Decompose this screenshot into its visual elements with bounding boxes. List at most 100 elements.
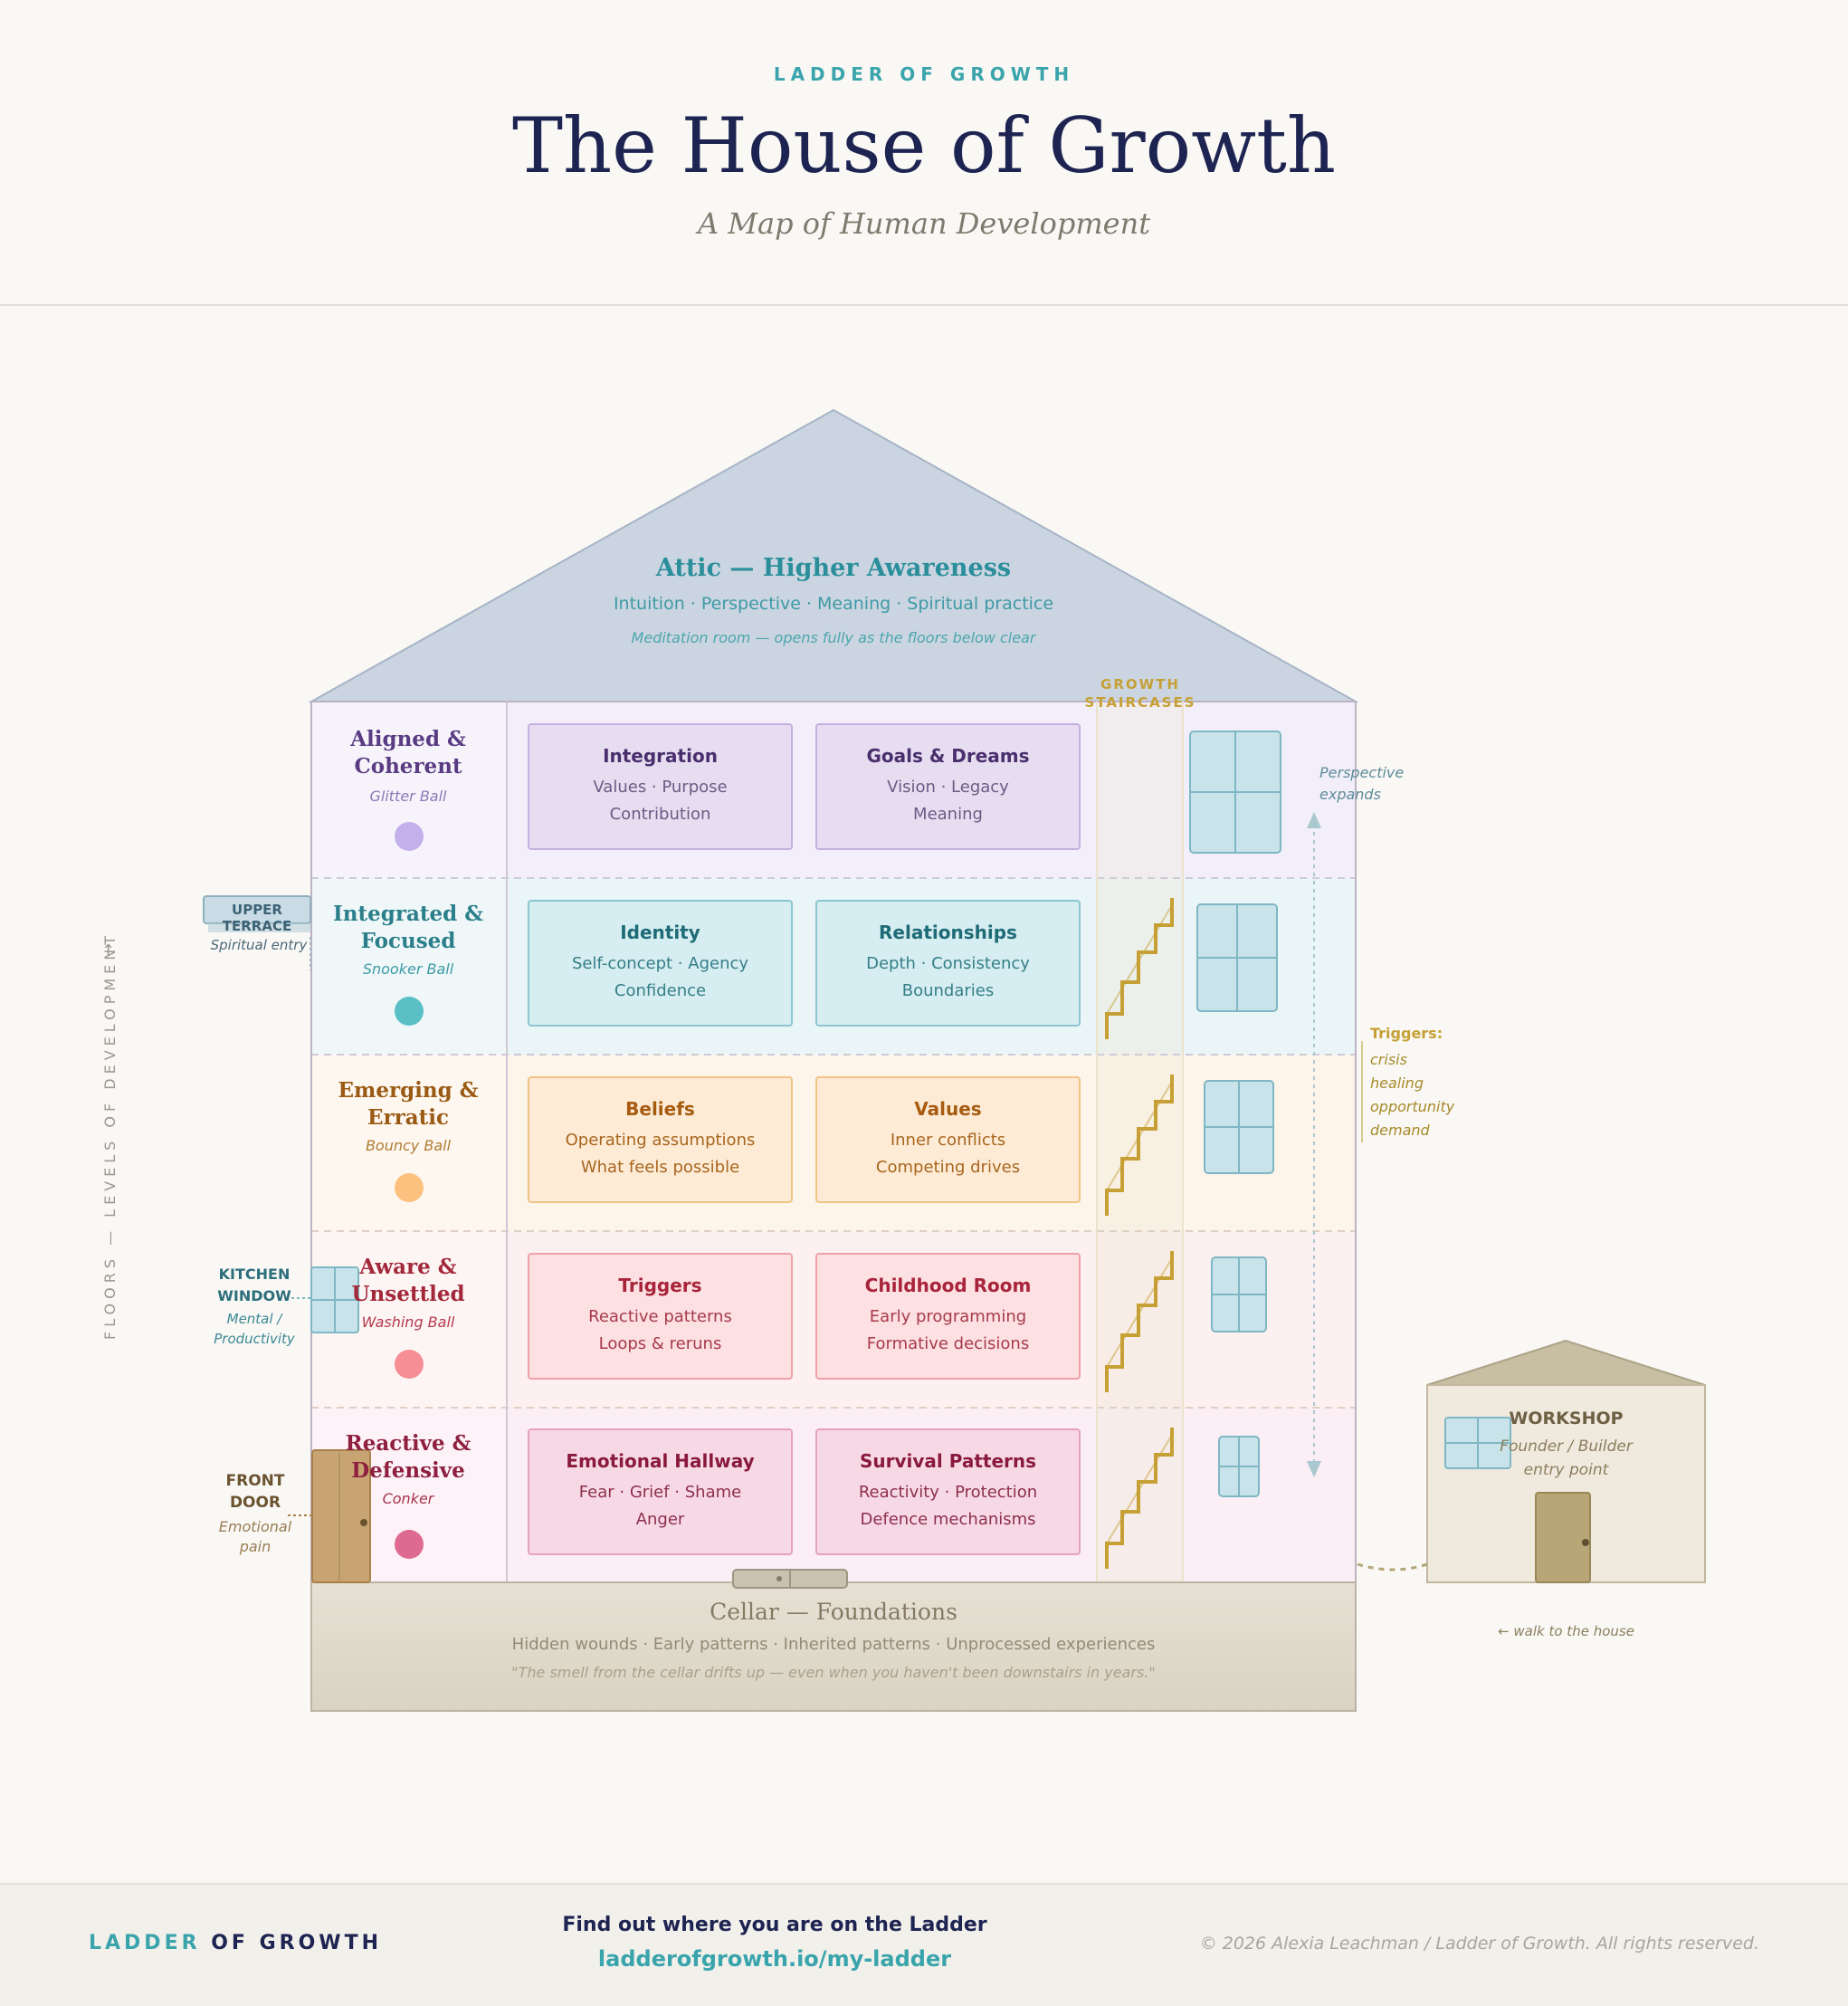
washing-ball-icon [395,1350,424,1379]
perspective-note: Perspective expands [1319,762,1404,806]
room-line: Confidence [614,981,707,1000]
note-line: entry point [1523,1461,1609,1479]
walk-to-house-note: ← walk to the house [1498,1623,1634,1639]
trigger-item: demand [1370,1122,1430,1139]
label-line: KITCHEN [218,1266,291,1283]
floor-title-integrated: Integrated & Focused [333,902,483,953]
ball-label-washing: Washing Ball [361,1313,455,1331]
room-line: Loops & reruns [598,1334,722,1353]
room-line: Operating assumptions [565,1131,756,1150]
workshop-note: Founder / Builder entry point [1427,1435,1705,1482]
front-door-note: Emotional pain [210,1517,300,1557]
walk-path [1357,1562,1428,1571]
page-title: The House of Growth [512,101,1336,190]
front-door-label: FRONT DOOR [210,1470,300,1514]
bouncy-ball-icon [395,1173,424,1202]
room-line: Boundaries [901,981,995,1000]
arrow-up-icon [1307,812,1321,828]
ball-label-snooker: Snooker Ball [362,960,454,978]
page-header [0,0,1848,306]
glitter-ball-icon [395,822,424,851]
note-line: pain [239,1538,271,1555]
conker-icon [395,1530,424,1559]
room-title: Identity [620,922,700,943]
upper-terrace-note: Spiritual entry [210,937,308,953]
note-line: Mental / [226,1311,282,1327]
room-line: What feels possible [580,1158,740,1177]
room-line: Early programming [869,1307,1027,1326]
footer-brand[interactable]: LADDER OF GROWTH [89,1932,382,1954]
eyebrow-label: LADDER OF GROWTH [773,63,1075,85]
workshop-title: WORKSHOP [1509,1409,1624,1428]
arrow-down-icon [1307,1461,1321,1477]
brand-part: OF GROWTH [211,1932,382,1954]
page-subtitle: A Map of Human Development [697,206,1151,241]
cellar-items: Hidden wounds · Early patterns · Inherit… [511,1635,1156,1654]
room-title: Integration [603,745,718,767]
room-line: Defence mechanisms [860,1510,1036,1529]
kitchen-window-label: KITCHEN WINDOW [208,1264,300,1307]
trigger-item: opportunity [1370,1098,1455,1115]
attic-title: Attic — Higher Awareness [655,554,1012,582]
trigger-item: healing [1370,1075,1424,1092]
room-title: Goals & Dreams [866,745,1030,767]
workshop-roof [1426,1339,1706,1386]
note-line: Productivity [214,1331,295,1347]
room-line: Inner conflicts [890,1131,1006,1150]
staircase-icon-3 [1105,1075,1174,1216]
room-line: Reactive patterns [588,1307,732,1326]
triggers-title: Triggers: [1370,1025,1443,1042]
ball-label-bouncy: Bouncy Ball [365,1137,452,1154]
room-line: Contribution [609,805,711,824]
label-line: FRONT [225,1472,285,1490]
room-line: Anger [635,1510,685,1529]
note-line: expands [1319,786,1381,803]
floor-title-reactive: Reactive & Defensive [345,1431,472,1483]
front-door-icon [311,1449,371,1583]
floor-title-aligned: Aligned & Coherent [350,727,466,779]
label-line: WINDOW [217,1287,291,1304]
room-line: Depth · Consistency [866,954,1030,973]
ball-label-conker: Conker [382,1490,434,1507]
footer-cta: Find out where you are on the Ladder [562,1914,987,1936]
room-title: Triggers [618,1275,702,1296]
trigger-item: crisis [1370,1051,1407,1068]
room-line: Values · Purpose [593,778,728,797]
note-line: Founder / Builder [1500,1438,1633,1456]
room-title: Emotional Hallway [566,1450,755,1472]
ball-label-glitter: Glitter Ball [369,788,447,805]
staircase-icon-1 [1105,1428,1174,1569]
room-title: Survival Patterns [859,1450,1037,1472]
cellar [310,1581,1357,1712]
brand-part: LADDER [89,1932,201,1954]
room-line: Meaning [913,805,983,824]
room-line: Self-concept · Agency [571,954,749,973]
footer-copyright: © 2026 Alexia Leachman / Ladder of Growt… [1199,1934,1759,1953]
staircase-icon-2 [1105,1251,1174,1392]
attic-note: Meditation room — opens fully as the flo… [631,629,1036,646]
page-footer [0,1883,1848,2006]
workshop-door-icon [1535,1492,1591,1583]
cellar-quote: "The smell from the cellar drifts up — e… [511,1664,1156,1681]
note-line: Emotional [218,1518,292,1535]
staircase-icon-4 [1105,898,1174,1039]
room-title: Beliefs [625,1098,695,1120]
up-arrow-icon: ↑ [101,941,116,960]
note-line: Perspective [1319,764,1405,781]
kitchen-window-note: Mental / Productivity [208,1309,300,1349]
floor-title-emerging: Emerging & Erratic [338,1078,479,1130]
staircases-label: GROWTH STAIRCASES [1084,676,1196,711]
room-survival-patterns: Survival Patterns Reactivity · Protectio… [815,1428,1081,1555]
room-line: Competing drives [875,1158,1021,1177]
footer-link[interactable]: ladderofgrowth.io/my-ladder [597,1946,952,1972]
label-line: DOOR [229,1494,281,1512]
